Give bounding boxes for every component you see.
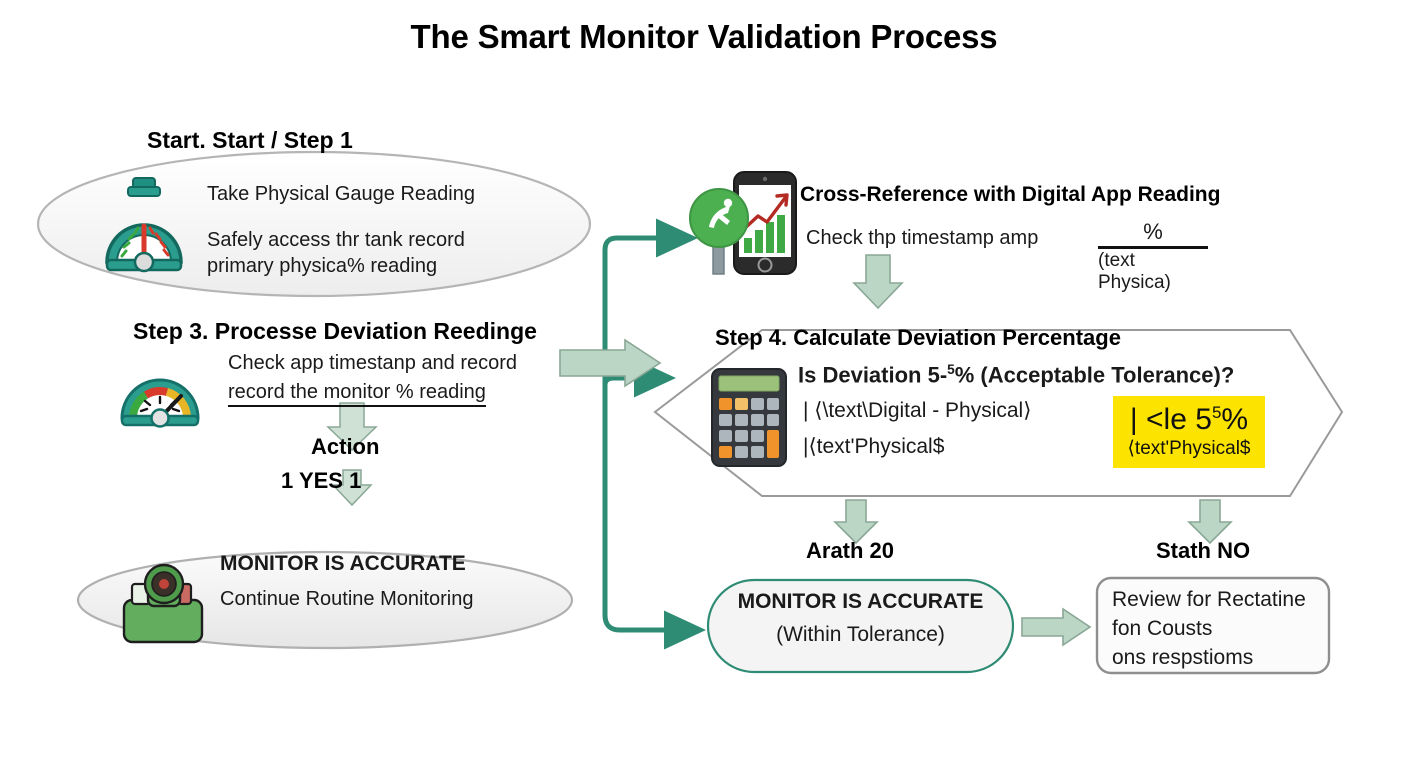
step1-line1: Take Physical Gauge Reading: [207, 183, 475, 205]
block-arrow-crossref-down: [852, 254, 904, 310]
crossref-line1: Check thp timestamp amp: [806, 227, 1039, 249]
page-title: The Smart Monitor Validation Process: [410, 18, 998, 55]
accurate-left-line2: Continue Routine Monitoring: [220, 588, 474, 610]
step3-line2: record the monitor % reading: [228, 381, 486, 407]
review-line2: fon Cousts: [1112, 617, 1213, 640]
review-box-rect: [1095, 576, 1331, 675]
crossref-fraction: % (text Physica): [1098, 219, 1208, 294]
fraction-bar: [1098, 246, 1208, 250]
step4-formula-line2: |⟨text'Physical$: [803, 435, 945, 458]
step4-question-sup: 5: [947, 362, 955, 377]
step4-formula-line1: | ⟨\text\Digital - Physical⟩: [803, 399, 1032, 422]
step3-heading: Step 3. Processe Deviation Reedinge: [133, 318, 537, 344]
accurate-left-line1: MONITOR IS ACCURATE: [220, 552, 466, 575]
branch-yes-label: Arath 20: [806, 538, 895, 563]
tolerance-badge: | <le 55% ⟨text'Physical$: [1113, 396, 1265, 468]
step1-heading: Start. Start / Step 1: [147, 127, 353, 153]
accurate-right-box: [706, 578, 1015, 674]
fraction-numerator: %: [1143, 219, 1163, 244]
block-arrow-yes-down: [331, 469, 373, 507]
accurate-right-line2: (Within Tolerance): [776, 623, 945, 646]
accurate-right-line1: MONITOR IS ACCURATE: [737, 590, 984, 613]
connector-to-accurate-right: [602, 610, 707, 650]
step4-question-prefix: Is Deviation 5-: [798, 362, 948, 388]
tolerance-badge-line2: ⟨text'Physical$: [1127, 438, 1251, 459]
monitor-device-icon: [122, 563, 204, 644]
step4-heading: Step 4. Calculate Deviation Percentage: [715, 325, 1121, 350]
phone-chart-icon: [689, 171, 797, 275]
speedometer-gauge-icon: [120, 378, 200, 428]
tolerance-prefix: | <le 5: [1129, 403, 1212, 436]
branch-no-label: Stath NO: [1156, 538, 1251, 563]
block-arrow-step3-down: [326, 402, 378, 452]
tolerance-suffix: %: [1221, 403, 1249, 436]
crossref-heading: Cross-Reference with Digital App Reading: [800, 183, 1221, 206]
calculator-icon: [711, 368, 787, 467]
review-line3: ons respstioms: [1112, 646, 1254, 669]
block-arrow-yes-branch-down: [833, 499, 879, 545]
review-line1: Review for Rectatine: [1112, 588, 1306, 611]
tolerance-sup: 5: [1211, 403, 1222, 422]
connector-to-crossref: [602, 218, 699, 258]
step4-question-suffix: % (Acceptable Tolerance)?: [954, 362, 1235, 388]
tolerance-badge-line1: | <le 55%: [1130, 404, 1248, 435]
action-decision: 1 YES 1: [281, 468, 362, 493]
stopwatch-gauge-icon: [105, 177, 183, 273]
step4-question: Is Deviation 5-5% (Acceptable Tolerance)…: [798, 362, 1234, 388]
step3-line1: Check app timestanp and record: [228, 352, 518, 374]
block-arrow-to-review: [1021, 607, 1092, 647]
action-label: Action: [311, 434, 380, 459]
fraction-denominator: (text Physica): [1098, 250, 1171, 294]
connector-to-step4: [602, 358, 677, 398]
step1-line2: Safely access thr tank record: [207, 229, 465, 251]
step1-line3: primary physica% reading: [207, 255, 438, 277]
block-arrow-step3-right: [559, 338, 662, 388]
block-arrow-no-branch-down: [1187, 499, 1233, 545]
